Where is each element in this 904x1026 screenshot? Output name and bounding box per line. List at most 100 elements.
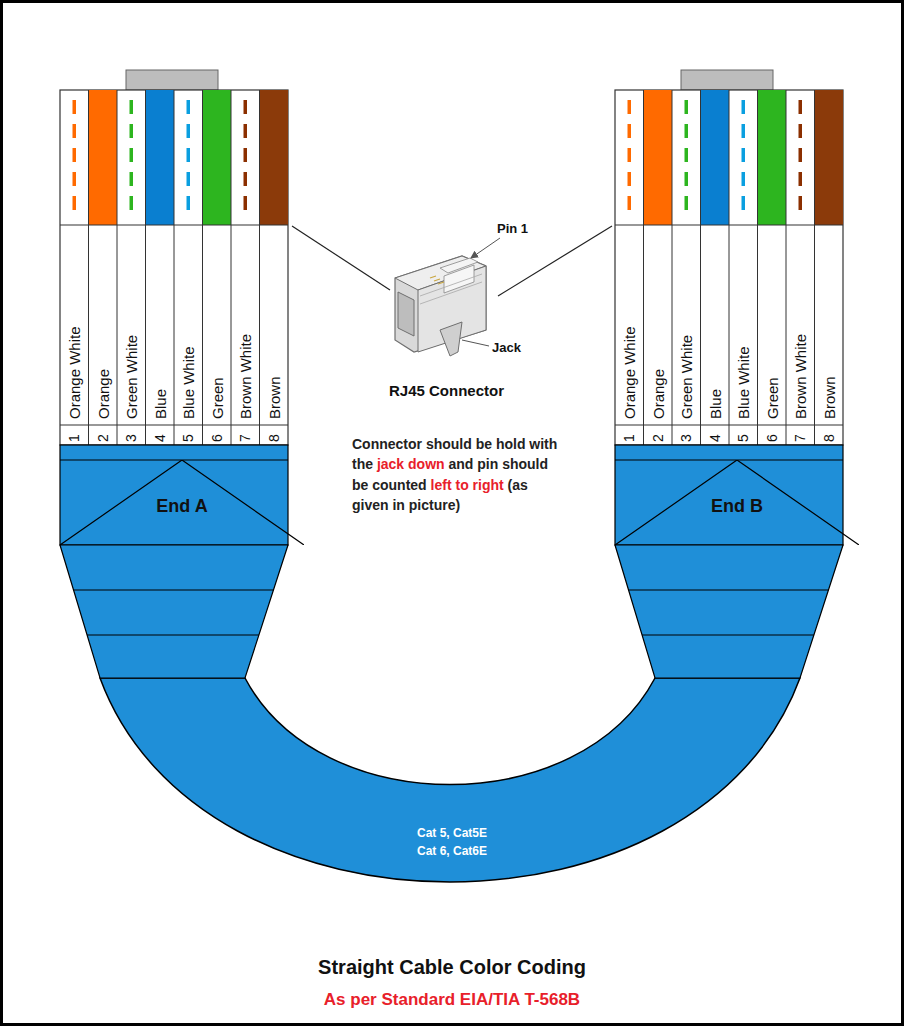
wire-color-label: Orange White [67, 326, 82, 419]
wire-color [89, 90, 118, 225]
pin-number: 2 [651, 434, 665, 442]
pin-number: 7 [793, 434, 807, 442]
wire-color-label: Green [209, 377, 224, 419]
wire-color-label: Brown [821, 376, 836, 419]
column-divider [259, 90, 260, 445]
wire-stripe [799, 100, 803, 218]
wire-color-label: Green White [124, 335, 139, 419]
column-divider [729, 90, 730, 445]
callout-label: Pin 1 [497, 222, 528, 235]
wire-color-label: Orange [95, 369, 110, 419]
column-divider [643, 90, 644, 445]
row-divider [60, 224, 288, 225]
pin-number: 4 [708, 434, 722, 442]
diagram-caption: As per Standard EIA/TIA T-568B [0, 990, 904, 1010]
leader-line [292, 226, 390, 290]
wire-color [701, 90, 730, 225]
wire-color-label: Blue [152, 389, 167, 419]
pin1-pointer [471, 238, 500, 258]
cable-label: Cat 5, Cat5E [417, 827, 487, 839]
pin-number: 6 [210, 434, 224, 442]
plug-boot-label: End B [615, 460, 859, 545]
row-divider [60, 424, 288, 425]
wire-stripe [130, 100, 134, 218]
column-divider [117, 90, 118, 445]
row-divider [615, 424, 843, 425]
pin-number: 8 [822, 434, 836, 442]
column-divider [700, 90, 701, 445]
plug-body [60, 90, 288, 445]
triangle-outline [615, 460, 859, 545]
column-divider [145, 90, 146, 445]
boot-ring [629, 589, 829, 590]
leader-line [498, 226, 612, 296]
column-divider [231, 90, 232, 445]
boot-taper [60, 545, 288, 678]
cable-body [100, 678, 800, 882]
wire-color [644, 90, 673, 225]
callout-label: RJ45 Connector [389, 383, 504, 398]
pin-number: 1 [67, 434, 81, 442]
column-divider [88, 90, 89, 445]
cable-label: Cat 6, Cat6E [417, 845, 487, 857]
rj45-plug [60, 70, 288, 678]
pin-number: 5 [736, 434, 750, 442]
wire-color [260, 90, 289, 225]
boot-line [60, 459, 288, 460]
pin-number: 8 [267, 434, 281, 442]
column-divider [672, 90, 673, 445]
pin-number: 6 [765, 434, 779, 442]
row-divider [615, 224, 843, 225]
end-label: End B [615, 496, 859, 517]
wire-color [758, 90, 787, 225]
wire-color-label: Orange [650, 369, 665, 419]
rj45-plug-illustration [395, 256, 486, 356]
boot-ring [642, 634, 814, 635]
column-divider [757, 90, 758, 445]
boot-ring [87, 634, 259, 635]
column-divider [814, 90, 815, 445]
wire-color-label: Brown White [793, 334, 808, 419]
jack-pointer [462, 340, 489, 346]
pin-number: 7 [238, 434, 252, 442]
wire-color-label: Brown White [238, 334, 253, 419]
boot-line [615, 459, 843, 460]
wire-color-label: Blue White [736, 346, 751, 419]
wire-color-label: Blue White [181, 346, 196, 419]
pin-number: 2 [96, 434, 110, 442]
wire-stripe [73, 100, 77, 218]
plug-tab [126, 70, 218, 90]
boot [615, 445, 843, 545]
note-text: jack down [377, 456, 445, 472]
column-divider [786, 90, 787, 445]
plug-body [615, 90, 843, 445]
plug-tab [681, 70, 773, 90]
wire-stripe [742, 100, 746, 218]
boot-taper [615, 545, 843, 678]
wire-color-label: Green [764, 377, 779, 419]
pin-number: 3 [124, 434, 138, 442]
boot [60, 445, 288, 545]
wire-color-label: Orange White [622, 326, 637, 419]
column-divider [202, 90, 203, 445]
note: Connector should be hold with thejack do… [352, 434, 568, 515]
pin-number: 3 [679, 434, 693, 442]
plug-boot-label: End A [60, 460, 304, 545]
diagram-title: Straight Cable Color Coding [0, 956, 904, 979]
wire-stripe [628, 100, 632, 218]
wire-stripe [244, 100, 248, 218]
callout-label: Jack [492, 341, 521, 354]
pin-number: 5 [181, 434, 195, 442]
wire-color [203, 90, 232, 225]
wire-color-label: Blue [707, 389, 722, 419]
pin-number: 1 [622, 434, 636, 442]
wire-color [815, 90, 844, 225]
boot-ring [74, 589, 274, 590]
note-text: left to right [431, 477, 504, 493]
wire-stripe [685, 100, 689, 218]
wire-color-label: Green White [679, 335, 694, 419]
rj45-plug [615, 70, 843, 678]
wire-color-label: Brown [266, 376, 281, 419]
